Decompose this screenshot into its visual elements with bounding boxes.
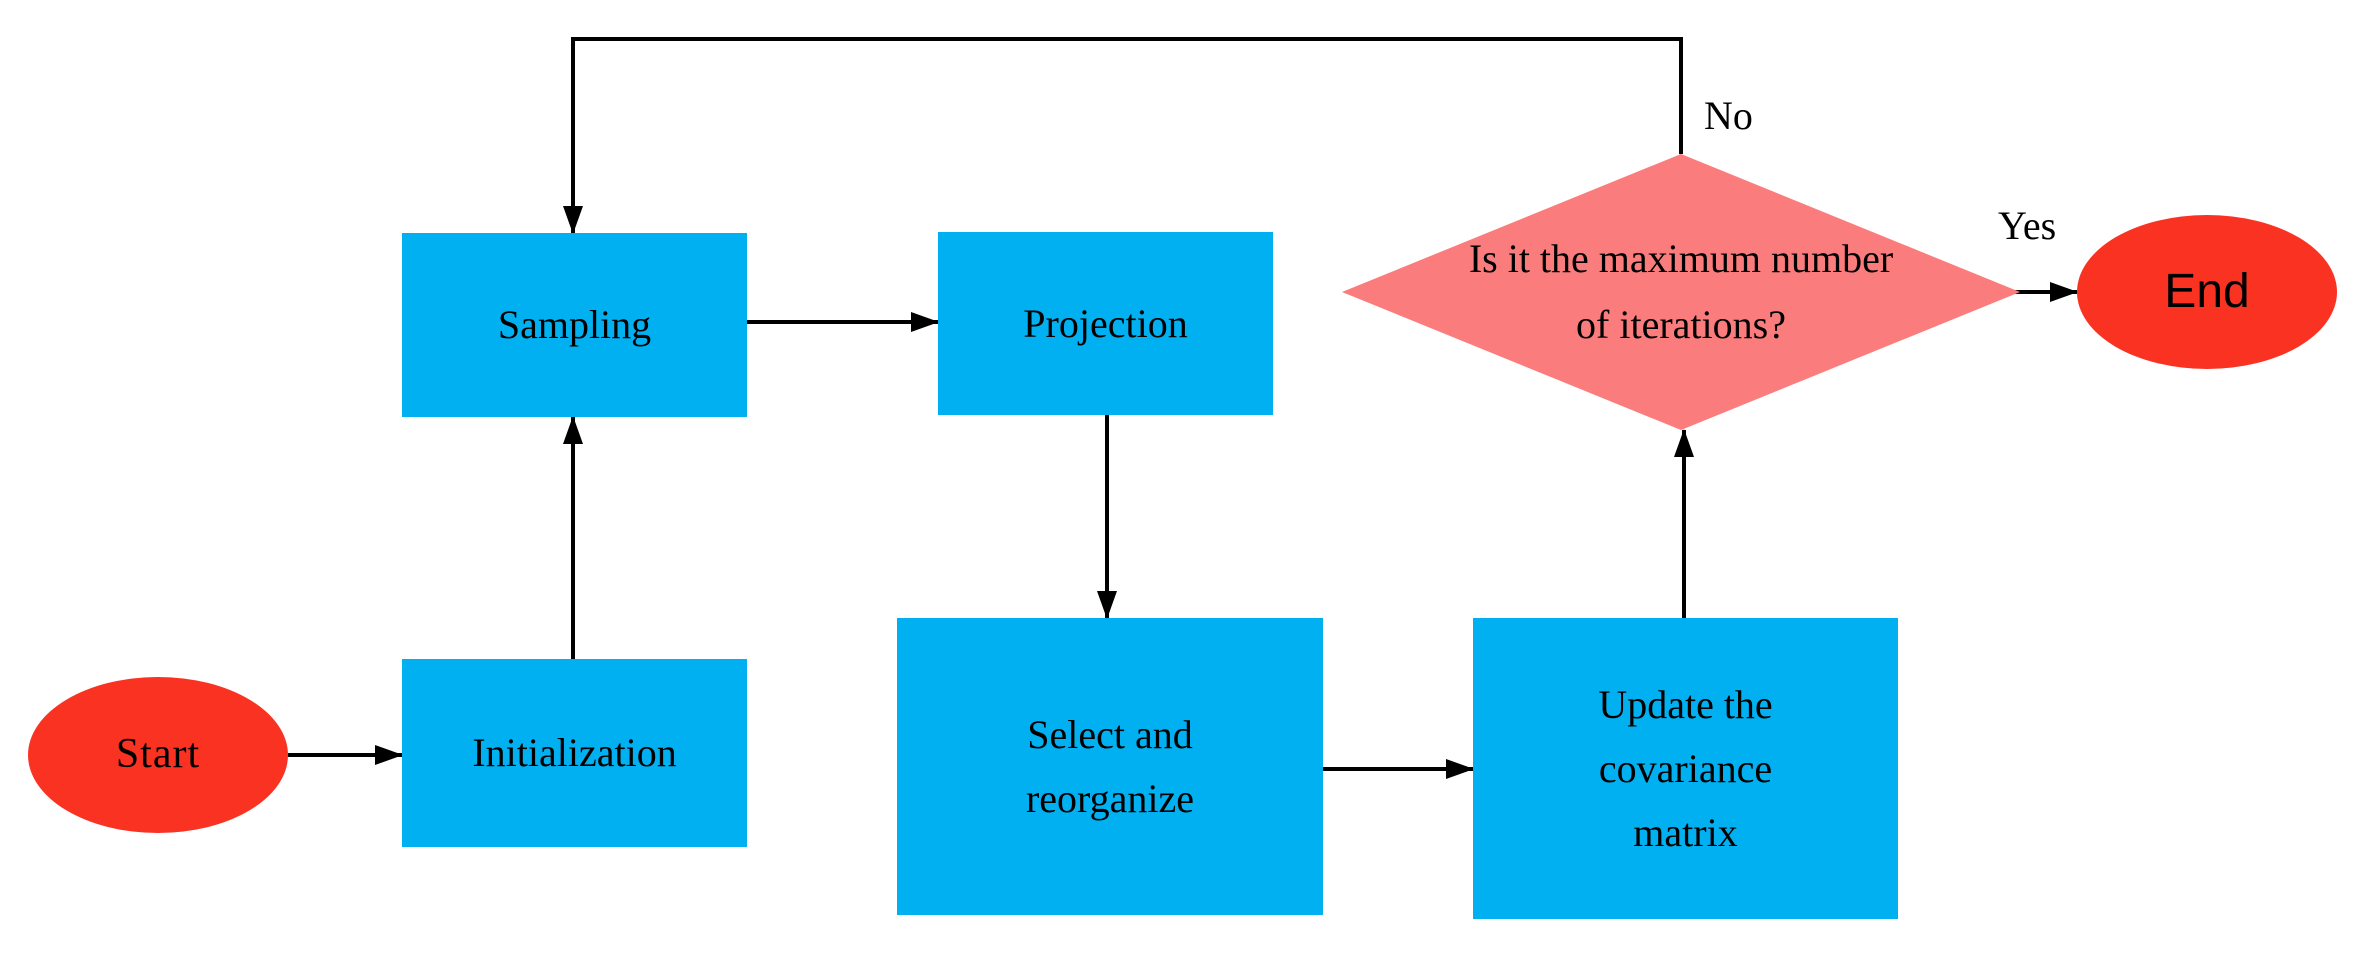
- end-node: End: [2077, 215, 2337, 369]
- end-node-label: End: [2164, 264, 2250, 318]
- decision-label-line2: of iterations?: [1576, 302, 1786, 347]
- no-edge-label: No: [1704, 93, 1753, 138]
- edge-decision-no-loop-to-sampling: [563, 37, 1683, 234]
- decision-node-label: Is it the maximum number of iterations?: [1341, 160, 2021, 424]
- start-node-label: Start: [115, 731, 201, 778]
- update-covariance-label-line3: matrix: [1633, 809, 1738, 855]
- projection-node: Projection: [938, 232, 1273, 415]
- select-reorganize-label-line2: reorganize: [1025, 775, 1195, 821]
- initialization-node: Initialization: [402, 659, 747, 847]
- sampling-node-label: Sampling: [497, 302, 652, 347]
- update-covariance-label-line2: covariance: [1598, 745, 1773, 791]
- projection-node-label: Projection: [1023, 300, 1188, 346]
- update-covariance-label-line1: Update the: [1598, 681, 1773, 727]
- initialization-node-label: Initialization: [472, 730, 677, 775]
- update-covariance-node: Update the covariance matrix: [1473, 618, 1898, 919]
- sampling-node: Sampling: [402, 233, 747, 417]
- yes-edge-label: Yes: [1998, 203, 2057, 248]
- decision-diamond-shape: [1342, 154, 2020, 430]
- decision-label-line1: Is it the maximum number: [1468, 236, 1894, 281]
- select-reorganize-label-line1: Select and: [1027, 711, 1193, 757]
- start-node: Start: [28, 677, 288, 833]
- select-reorganize-node: Select and reorganize: [897, 618, 1323, 915]
